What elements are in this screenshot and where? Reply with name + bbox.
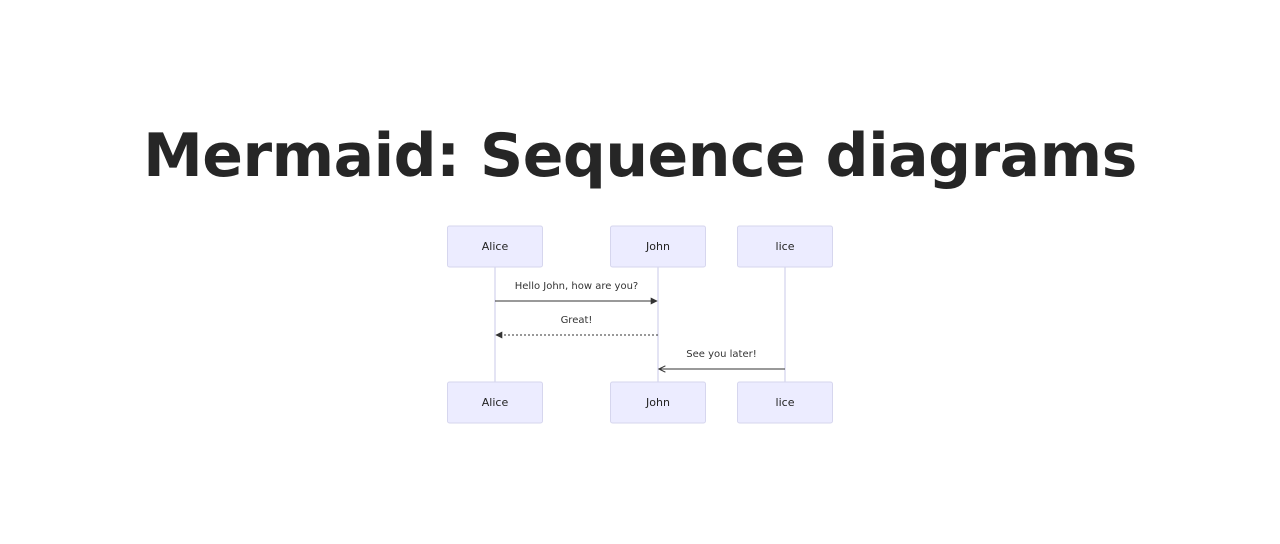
- actor-box: [737, 381, 833, 424]
- actor-label: Alice: [482, 240, 509, 253]
- actor-label: John: [645, 240, 670, 253]
- actor-label: lice: [776, 240, 795, 253]
- message-2: Great!: [495, 315, 658, 339]
- message-1: Hello John, how are you?: [495, 281, 658, 305]
- actor-label: John: [645, 396, 670, 409]
- actor-label: lice: [776, 396, 795, 409]
- actor-john-bottom: John: [610, 381, 706, 424]
- actor-john-top: John: [610, 225, 706, 268]
- actor-box: [610, 381, 706, 424]
- actor-box: [447, 381, 543, 424]
- actor-alice-top: Alice: [447, 225, 543, 268]
- message-label: Great!: [561, 315, 593, 326]
- actor-lice-top: lice: [737, 225, 833, 268]
- message-label: Hello John, how are you?: [515, 281, 638, 292]
- actor-box: [610, 225, 706, 268]
- actor-lice-bottom: lice: [737, 381, 833, 424]
- actor-label: Alice: [482, 396, 509, 409]
- message-label: See you later!: [686, 349, 756, 360]
- lifelines-group: [494, 267, 786, 382]
- message-3: See you later!: [659, 349, 785, 369]
- actor-box: [737, 225, 833, 268]
- messages-group: Hello John, how are you? Great! See you la…: [495, 281, 785, 369]
- actor-alice-bottom: Alice: [447, 381, 543, 424]
- page-title: Mermaid: Sequence diagrams: [143, 121, 1137, 191]
- actor-box: [447, 225, 543, 268]
